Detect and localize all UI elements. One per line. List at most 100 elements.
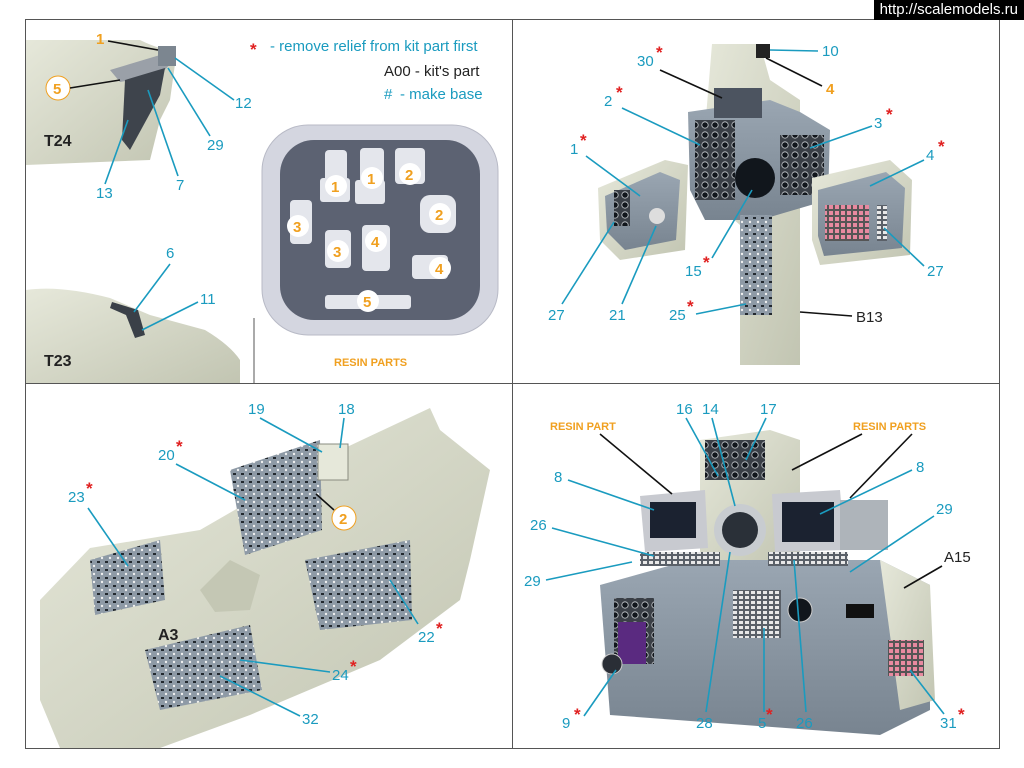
leader (389, 579, 419, 625)
leader (791, 433, 863, 471)
t24-side-panel (122, 68, 165, 150)
star: * (86, 479, 93, 498)
resin-callout-2b: 2 (435, 207, 443, 224)
callout-p2-27b: 27 (927, 263, 944, 280)
panel-divider-vertical (512, 19, 513, 749)
panel-bottom-left: 19 18 20 * 23 * 2 22 * 24 * 32 A3 (40, 401, 490, 748)
right-side-keypad (825, 205, 869, 241)
callout-p4-14: 14 (702, 401, 719, 418)
dial-9 (601, 653, 623, 675)
leader (659, 69, 723, 99)
kit-label-b13: B13 (856, 309, 883, 326)
kit-part-t23-shape (26, 288, 240, 383)
resin-part-label: RESIN PART (550, 421, 616, 433)
callout-p2-2: 2 (604, 93, 612, 110)
leader (849, 515, 935, 573)
callout-p1-7: 7 (176, 177, 184, 194)
callout-p4-8a: 8 (554, 469, 562, 486)
leader (809, 125, 873, 149)
left-side-dial (649, 208, 665, 224)
leader (545, 561, 633, 581)
left-side-gauges (614, 190, 630, 226)
callout-p2-4-orange: 4 (826, 81, 835, 98)
callout-p4-5: 5 (758, 715, 766, 732)
callout-p4-16: 16 (676, 401, 693, 418)
center-console-25 (740, 215, 772, 315)
leader (909, 669, 945, 715)
right-mfd-keys-26 (768, 552, 848, 566)
left-mfd-keys-26 (640, 552, 720, 566)
leader (174, 57, 235, 101)
leader (599, 433, 673, 495)
leader (765, 57, 823, 87)
resin-parts-label: RESIN PARTS (334, 357, 407, 369)
star: * (350, 657, 357, 676)
side-console-23 (90, 540, 165, 615)
panel-divider-horizontal (25, 383, 1000, 384)
resin-callouts: 1 1 2 2 3 3 4 4 5 (287, 163, 451, 312)
callout-p2-4: 4 (926, 147, 934, 164)
legend-make-base: - make base (400, 86, 483, 103)
callout-p1-6: 6 (166, 245, 174, 262)
resin-callout-5: 5 (363, 294, 371, 311)
callout-p2-30: 30 (637, 53, 654, 70)
callout-p3-18: 18 (338, 401, 355, 418)
hud-scope (722, 512, 758, 548)
callout-p3-32: 32 (302, 711, 319, 728)
callout-p2-15: 15 (685, 263, 702, 280)
leader (339, 417, 345, 449)
leader (685, 417, 719, 477)
watermark[interactable]: http://scalemodels.ru (873, 0, 1024, 20)
callout-p4-26a: 26 (530, 517, 547, 534)
right-resin-parts (840, 500, 888, 550)
star: * (176, 437, 183, 456)
upper-console-14-16-17 (705, 440, 765, 480)
leader (107, 40, 159, 51)
lower-right-keypad-31 (888, 640, 924, 676)
callout-p4-26b: 26 (796, 715, 813, 732)
panel-top-left: 1 5 12 29 7 13 T24 6 11 T23 * - remove r… (26, 31, 499, 383)
upper-display (714, 88, 762, 118)
kit-label-a15: A15 (944, 549, 971, 566)
lower-right-switch (846, 604, 874, 618)
right-mfd-screen (782, 502, 834, 542)
leader (583, 669, 617, 717)
resin-callout-4b: 4 (435, 261, 444, 278)
callout-p2-21: 21 (609, 307, 626, 324)
kit-label-t24: T24 (44, 133, 72, 150)
panel-bottom-right: RESIN PART RESIN PARTS 16 14 17 8 8 26 2… (524, 401, 971, 735)
star: * (938, 137, 945, 156)
callout-p4-9: 9 (562, 715, 570, 732)
leader (621, 107, 701, 146)
left-gauge-cluster (695, 120, 735, 200)
leader (869, 159, 925, 187)
lower-center-dial (787, 597, 813, 623)
resin-parts-label-right: RESIN PARTS (853, 421, 926, 433)
resin-callout-3a: 3 (293, 219, 301, 236)
callout-p3-22: 22 (418, 629, 435, 646)
side-console-22 (305, 540, 412, 630)
star: * (703, 253, 710, 272)
callout-p3-24: 24 (332, 667, 349, 684)
leader (133, 263, 171, 313)
panel-top-right: 10 4 30 * 2 * 3 * 1 * 4 * 27 21 15 * 25 … (548, 43, 945, 365)
leader (695, 303, 747, 315)
callout-p1-1: 1 (96, 31, 104, 48)
leader (793, 559, 807, 713)
radar-scope (735, 158, 775, 198)
leader (711, 417, 736, 507)
callout-p4-29a: 29 (524, 573, 541, 590)
star: * (574, 705, 581, 724)
callout-p4-28: 28 (696, 715, 713, 732)
legend-kit-part: A00 - kit's part (384, 63, 480, 80)
callout-p2-3: 3 (874, 115, 882, 132)
star: * (886, 105, 893, 124)
callout-p3-20: 20 (158, 447, 175, 464)
callout-p3-19: 19 (248, 401, 265, 418)
leader (167, 67, 211, 137)
resin-callout-2a: 2 (405, 167, 413, 184)
left-mfd-screen (650, 502, 696, 538)
callout-p4-31: 31 (940, 715, 957, 732)
star: * (958, 705, 965, 724)
